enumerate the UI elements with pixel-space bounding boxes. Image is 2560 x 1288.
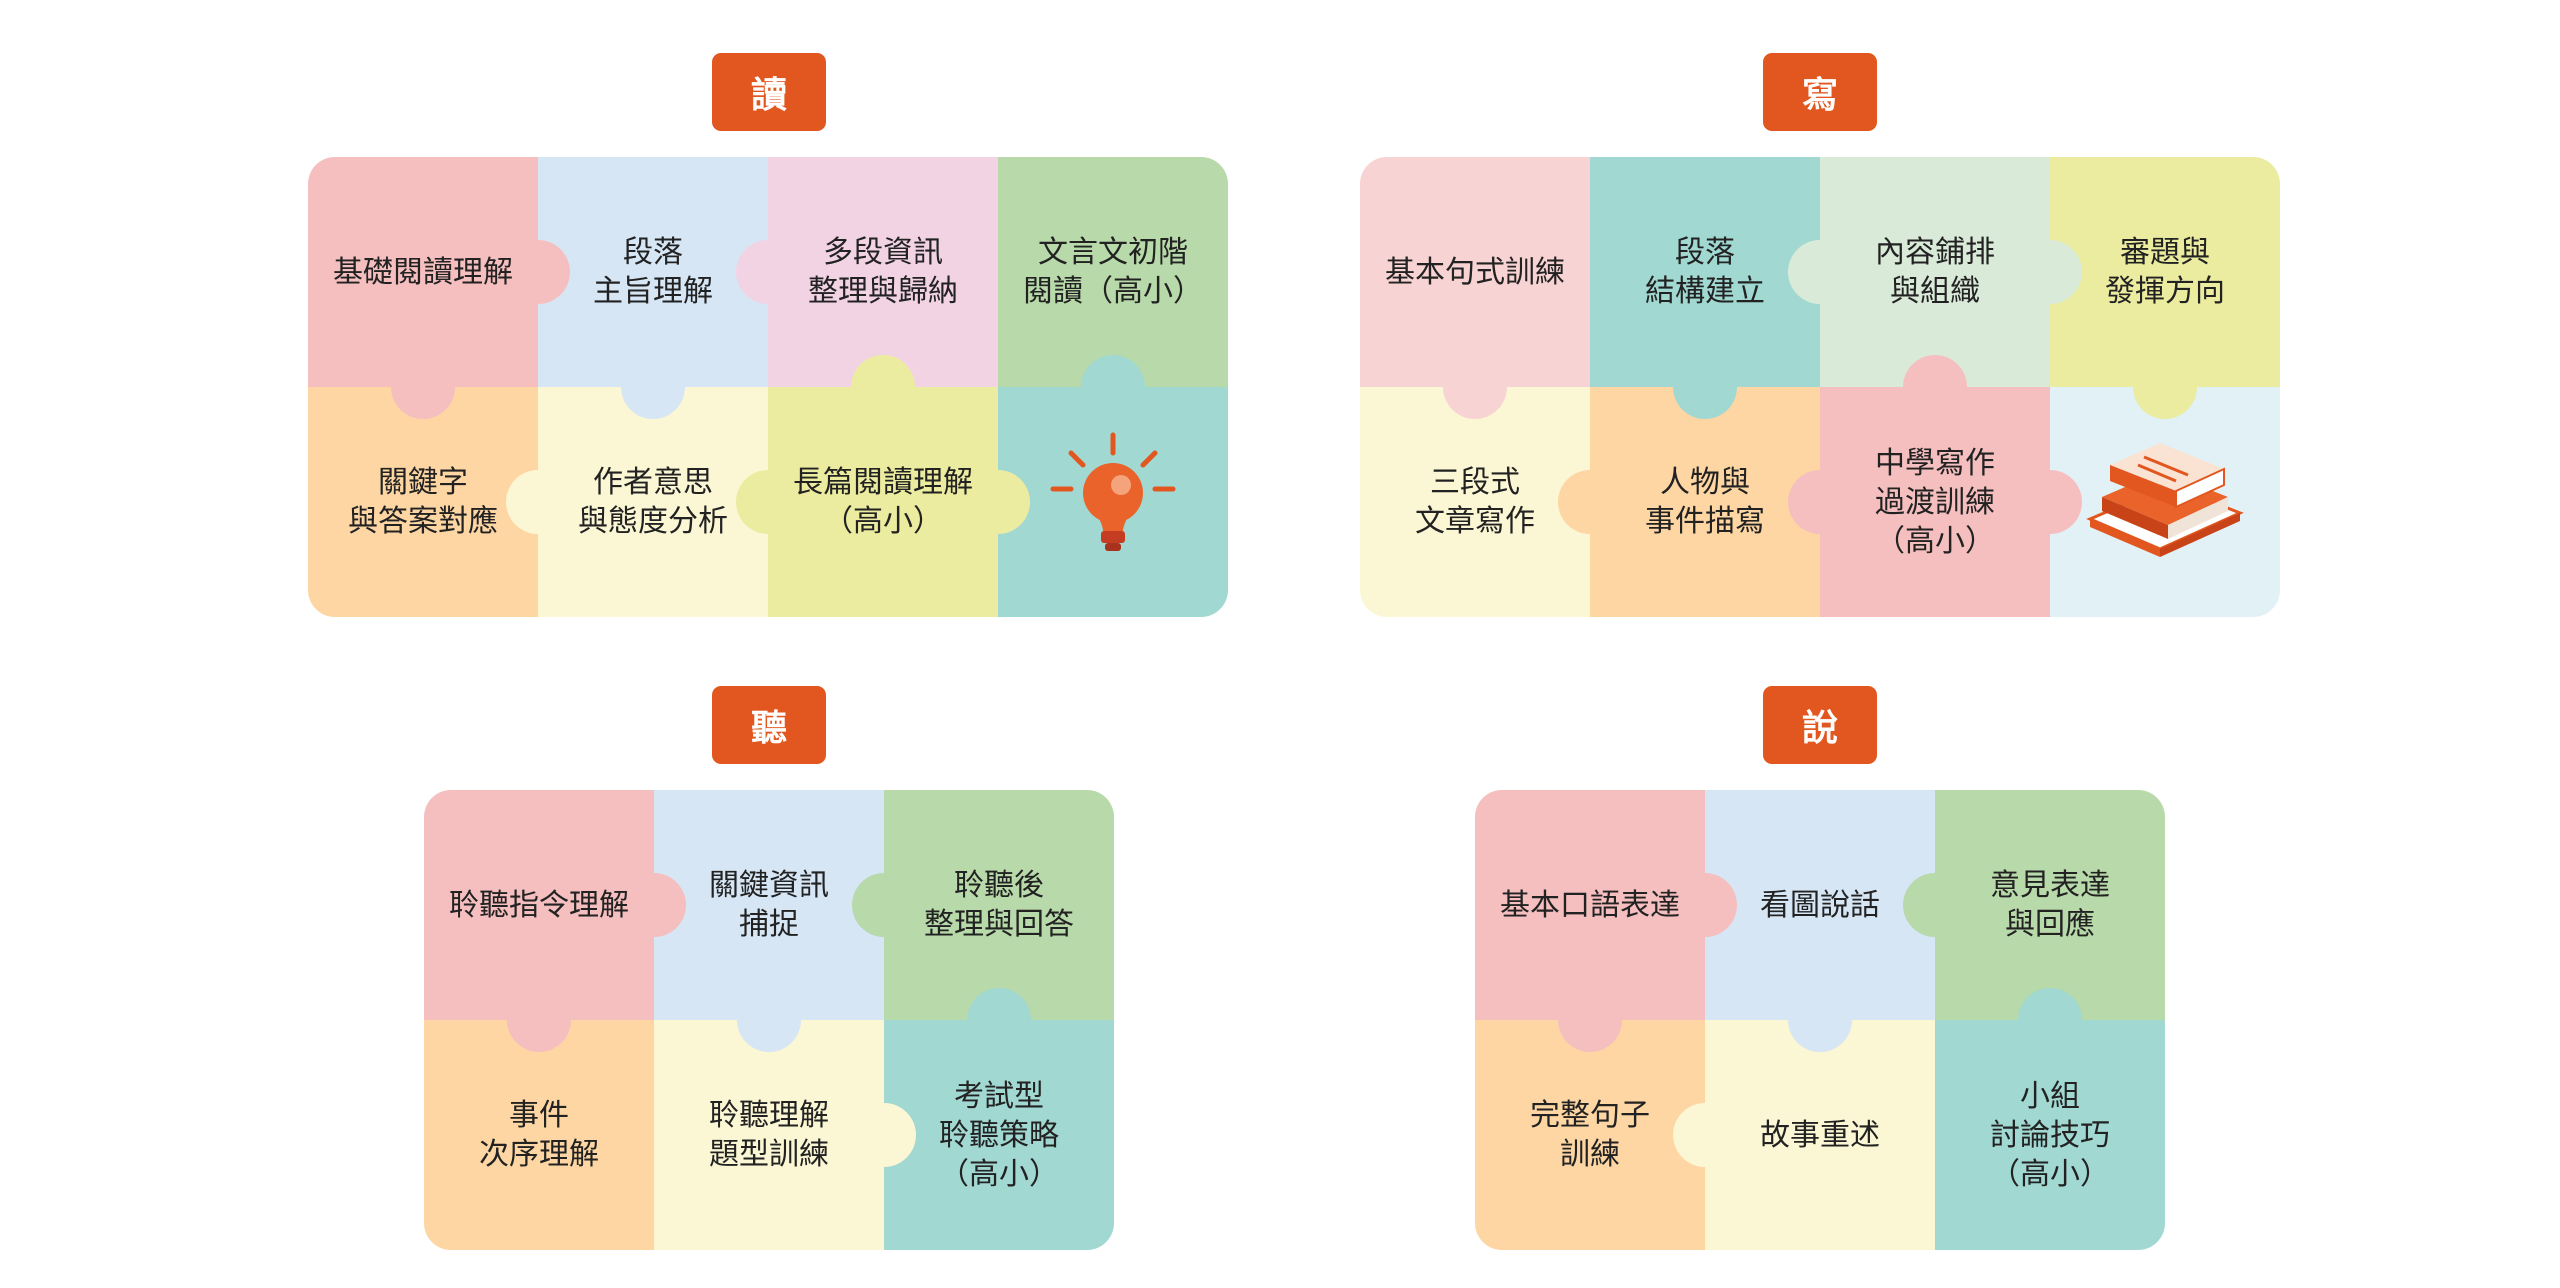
puzzle-piece-label: 考試型 聆聽策略 （高小） xyxy=(939,1078,1059,1192)
puzzle-piece-label: 聆聽指令理解 xyxy=(449,887,629,923)
puzzle-piece: 關鍵資訊 捕捉 xyxy=(654,790,884,1052)
puzzle-piece: 考試型 聆聽策略 （高小） xyxy=(884,988,1114,1250)
puzzle-piece xyxy=(2050,387,2280,617)
puzzle-piece: 基本句式訓練 xyxy=(1360,157,1590,419)
puzzle-piece: 人物與 事件描寫 xyxy=(1558,387,1820,617)
puzzle-piece: 小組 討論技巧 （高小） xyxy=(1935,988,2165,1250)
puzzle-piece-label: 故事重述 xyxy=(1760,1117,1880,1153)
puzzle-piece: 基礎閱讀理解 xyxy=(308,157,570,419)
puzzle-piece-label: 三段式 文章寫作 xyxy=(1415,465,1535,539)
puzzle-grid-reading: 基礎閱讀理解 段落 主旨理解 多段資訊 整理與歸納 文言文初階 閱讀（高小） 關… xyxy=(308,157,1228,617)
puzzle-piece-label: 關鍵字 與答案對應 xyxy=(348,465,498,539)
puzzle-piece-label: 意見表達 與回應 xyxy=(1990,868,2110,942)
puzzle-piece: 故事重述 xyxy=(1673,1020,1935,1250)
puzzle-piece-label: 審題與 發揮方向 xyxy=(2105,235,2225,309)
puzzle-piece-label: 段落 結構建立 xyxy=(1645,235,1765,309)
puzzle-grid-speaking: 基本口語表達 看圖說話 意見表達 與回應 完整句子 訓練 故事重述 小組 討論技… xyxy=(1475,790,2165,1250)
section-title-writing: 寫 xyxy=(1763,53,1877,131)
puzzle-piece: 聆聽後 整理與回答 xyxy=(852,790,1114,1020)
puzzle-piece-label: 看圖說話 xyxy=(1760,887,1880,923)
puzzle-piece: 段落 主旨理解 xyxy=(538,157,768,419)
puzzle-piece: 意見表達 與回應 xyxy=(1903,790,2165,1020)
puzzle-piece-label: 基本口語表達 xyxy=(1500,887,1680,923)
puzzle-piece-label: 文言文初階 閱讀（高小） xyxy=(1023,235,1203,309)
puzzle-piece: 事件 次序理解 xyxy=(424,1020,654,1250)
puzzle-piece-label: 聆聽理解 題型訓練 xyxy=(709,1098,829,1172)
puzzle-piece-label: 完整句子 訓練 xyxy=(1530,1098,1650,1172)
puzzle-piece-label: 中學寫作 過渡訓練 （高小） xyxy=(1875,445,1995,559)
puzzle-piece: 基本口語表達 xyxy=(1475,790,1737,1020)
puzzle-piece-label: 多段資訊 整理與歸納 xyxy=(808,235,958,309)
puzzle-piece: 中學寫作 過渡訓練 （高小） xyxy=(1788,355,2082,617)
puzzle-piece: 三段式 文章寫作 xyxy=(1360,387,1590,617)
puzzle-piece-label: 長篇閱讀理解 （高小） xyxy=(793,465,973,539)
puzzle-piece-label: 基本句式訓練 xyxy=(1385,254,1565,290)
section-title-speaking: 說 xyxy=(1763,686,1877,764)
puzzle-piece: 聆聽指令理解 xyxy=(424,790,686,1052)
section-title-reading: 讀 xyxy=(712,53,826,131)
puzzle-piece: 作者意思 與態度分析 xyxy=(506,387,768,617)
puzzle-piece-label: 小組 討論技巧 （高小） xyxy=(1990,1078,2110,1192)
puzzle-piece xyxy=(998,355,1228,617)
puzzle-piece-label: 段落 主旨理解 xyxy=(593,235,713,309)
puzzle-piece-label: 基礎閱讀理解 xyxy=(333,254,513,290)
puzzle-piece: 文言文初階 閱讀（高小） xyxy=(998,157,1228,387)
puzzle-piece: 關鍵字 與答案對應 xyxy=(308,387,538,617)
puzzle-piece-label: 聆聽後 整理與回答 xyxy=(924,868,1074,942)
puzzle-piece: 審題與 發揮方向 xyxy=(2050,157,2280,419)
puzzle-grid-listening: 聆聽指令理解 關鍵資訊 捕捉 聆聽後 整理與回答 事件 次序理解 聆聽理解 題型… xyxy=(424,790,1114,1250)
puzzle-piece-label: 作者意思 與態度分析 xyxy=(578,465,728,539)
puzzle-piece: 內容鋪排 與組織 xyxy=(1788,157,2082,387)
puzzle-piece: 完整句子 訓練 xyxy=(1475,988,1705,1250)
puzzle-piece-label: 內容鋪排 與組織 xyxy=(1875,235,1995,309)
lightbulb-icon xyxy=(1043,427,1183,577)
puzzle-piece: 長篇閱讀理解 （高小） xyxy=(736,355,1030,617)
books-icon xyxy=(2080,427,2250,577)
puzzle-piece: 聆聽理解 題型訓練 xyxy=(654,1020,916,1250)
puzzle-piece-label: 事件 次序理解 xyxy=(479,1098,599,1172)
puzzle-piece: 多段資訊 整理與歸納 xyxy=(736,157,998,387)
puzzle-piece-label: 關鍵資訊 捕捉 xyxy=(709,868,829,942)
puzzle-piece-label: 人物與 事件描寫 xyxy=(1645,465,1765,539)
puzzle-piece: 段落 結構建立 xyxy=(1590,157,1820,419)
section-title-listening: 聽 xyxy=(712,686,826,764)
puzzle-grid-writing: 基本句式訓練 段落 結構建立 內容鋪排 與組織 審題與 發揮方向 三段式 文章寫… xyxy=(1360,157,2280,617)
puzzle-piece: 看圖說話 xyxy=(1705,790,1935,1052)
